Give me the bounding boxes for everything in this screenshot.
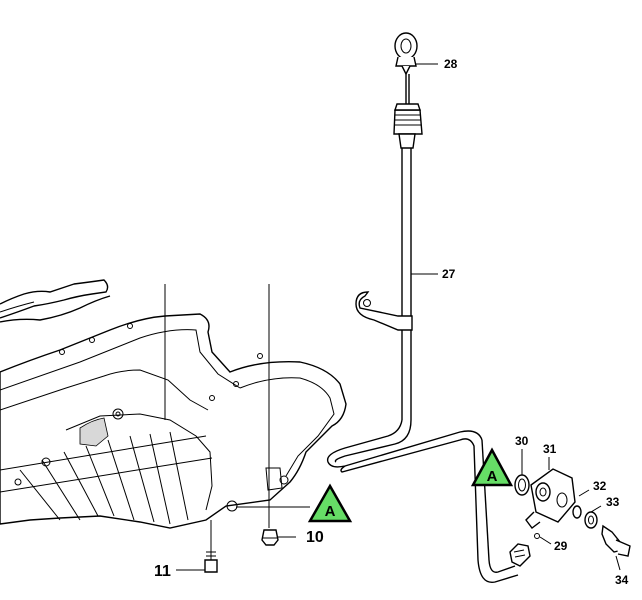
- marker-a-connector: A: [470, 447, 514, 487]
- dipstick-tube: [326, 103, 519, 584]
- callout-34: 34: [615, 573, 629, 587]
- callout-31: 31: [543, 442, 557, 456]
- marker-a-pan-label: A: [325, 503, 336, 520]
- tube-bracket: [355, 291, 413, 331]
- callout-28: 28: [444, 57, 458, 71]
- callout-30: 30: [515, 434, 529, 448]
- fitting-29: [509, 533, 540, 567]
- plug-34: [601, 524, 631, 557]
- dipstick-handle: [394, 32, 418, 104]
- callout-32: 32: [593, 479, 607, 493]
- adapter-block-31: [525, 468, 576, 529]
- marker-a-pan: A: [307, 483, 353, 523]
- leader-lines: [236, 63, 621, 571]
- callout-33: 33: [606, 495, 620, 509]
- drain-plug: [261, 529, 279, 546]
- callout-29: 29: [554, 539, 568, 553]
- marker-a-connector-label: A: [487, 468, 498, 485]
- seal-32: [572, 505, 582, 519]
- pan-bolt: [204, 520, 218, 573]
- washer-30: [514, 474, 530, 496]
- callout-27: 27: [442, 267, 456, 281]
- callout-11: 11: [154, 563, 171, 580]
- callout-10: 10: [306, 529, 324, 546]
- oil-pan: [0, 279, 347, 529]
- washer-33: [584, 511, 598, 529]
